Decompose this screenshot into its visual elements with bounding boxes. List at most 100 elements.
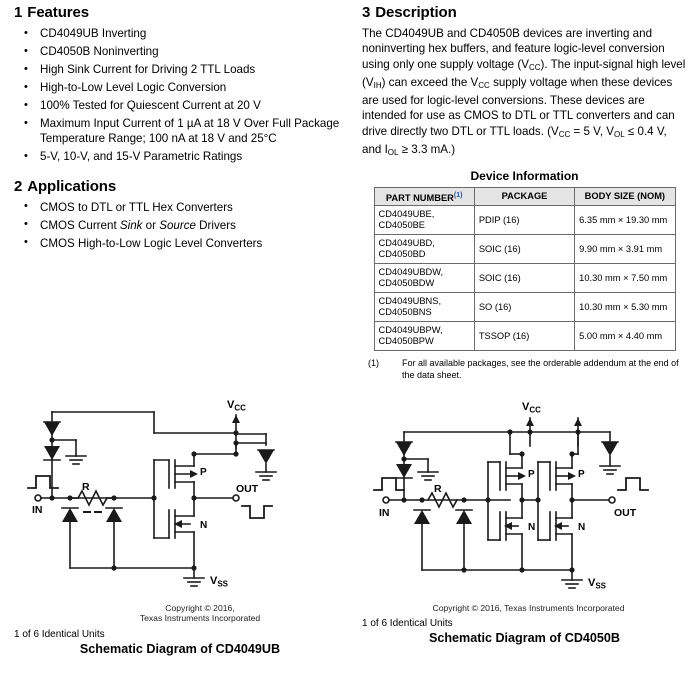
copyright-line-1: Copyright © 2016, Texas Instruments Inco…: [432, 603, 625, 613]
cell-part-number: CD4049UBD,CD4050BD: [373, 234, 475, 265]
vcc-label: VCC: [522, 401, 541, 415]
list-item: 5-V, 10-V, and 15-V Parametric Ratings: [14, 149, 346, 165]
part-number-line-2: CD4050BNS: [378, 307, 432, 318]
cell-part-number: CD4049UBPW,CD4050BPW: [373, 321, 475, 352]
nmos2-label: N: [578, 522, 585, 533]
list-item: 100% Tested for Quiescent Current at 20 …: [14, 97, 346, 113]
vss-label: VSS: [210, 575, 229, 589]
app-text-pre: CMOS Current: [40, 218, 120, 232]
features-number: 1: [14, 4, 23, 21]
subscript: CC: [528, 62, 541, 72]
applications-list: CMOS to DTL or TTL Hex Converters CMOS C…: [14, 199, 346, 251]
in-label: IN: [32, 504, 43, 516]
table-row: CD4049UBE,CD4050BE PDIP (16) 6.35 mm × 1…: [373, 205, 676, 236]
features-title: Features: [27, 4, 89, 21]
cell-package: SOIC (16): [473, 263, 576, 294]
copyright-notice: Copyright © 2016, Texas Instruments Inco…: [100, 603, 300, 624]
vcc-label: VCC: [227, 399, 246, 413]
table-row: CD4049UBNS,CD4050BNS SO (16) 10.30 mm × …: [373, 292, 676, 323]
copyright-notice: Copyright © 2016, Texas Instruments Inco…: [370, 603, 687, 613]
list-item: CMOS to DTL or TTL Hex Converters: [14, 199, 346, 215]
vss-label: VSS: [588, 577, 607, 591]
schematic-diagram-cd4050b: VCC VSS IN OUT R P N P N: [373, 401, 649, 591]
out-label: OUT: [236, 483, 259, 495]
applications-title: Applications: [27, 177, 117, 195]
table-row: CD4049UBD,CD4050BD SOIC (16) 9.90 mm × 3…: [373, 234, 676, 265]
nmos-label: N: [200, 520, 207, 531]
cell-package: TSSOP (16): [473, 321, 576, 352]
cell-part-number: CD4049UBDW,CD4050BDW: [373, 263, 475, 294]
part-number-line-2: CD4050BDW: [378, 278, 435, 289]
app-text-sink: Sink: [119, 218, 143, 232]
list-item: High Sink Current for Driving 2 TTL Load…: [14, 61, 346, 77]
pmos-label: P: [200, 467, 207, 478]
list-item: CD4049UB Inverting: [14, 25, 346, 41]
part-number-line-1: CD4049UBPW,: [378, 324, 443, 335]
part-number-line-1: CD4049UBE,: [378, 208, 435, 219]
column-header-part-number: PART NUMBER(1): [373, 187, 475, 207]
schematic-caption: Schematic Diagram of CD4049UB: [79, 641, 281, 656]
table-footnote: (1)For all available packages, see the o…: [368, 358, 687, 381]
device-information-table: PART NUMBER(1) PACKAGE BODY SIZE (NOM) C…: [373, 187, 676, 352]
copyright-line-2: Texas Instruments Incorporated: [139, 613, 261, 624]
copyright-line-1: Copyright © 2016,: [165, 603, 235, 613]
column-header-package: PACKAGE: [473, 187, 576, 207]
table-row: CD4049UBDW,CD4050BDW SOIC (16) 10.30 mm …: [373, 263, 676, 294]
cell-part-number: CD4049UBE,CD4050BE: [373, 205, 475, 236]
part-number-line-1: CD4049UBDW,: [378, 266, 444, 277]
cell-package: SO (16): [473, 292, 576, 323]
subscript: CC: [558, 129, 571, 139]
cell-body-size: 6.35 mm × 19.30 mm: [574, 205, 676, 236]
cell-part-number: CD4049UBNS,CD4050BNS: [373, 292, 475, 323]
schematic-cd4050b-block: VCC VSS IN OUT R P N P N Copyright © 201…: [362, 398, 687, 645]
out-label: OUT: [614, 507, 637, 519]
description-number: 3: [362, 4, 371, 21]
pmos1-label: P: [528, 469, 535, 480]
device-information-title: Device Information: [470, 169, 579, 184]
subscript: IH: [373, 80, 382, 90]
subscript: OL: [614, 129, 625, 139]
resistor-label: R: [82, 481, 90, 493]
part-number-line-2: CD4050BPW: [378, 336, 434, 347]
app-text-post: Drivers: [195, 218, 236, 232]
column-header-body-size: BODY SIZE (NOM): [574, 187, 676, 207]
table-row: CD4049UBPW,CD4050BPW TSSOP (16) 5.00 mm …: [373, 321, 676, 352]
subscript: CC: [478, 80, 490, 90]
list-item: CMOS High-to-Low Logic Level Converters: [14, 235, 346, 251]
schematic-cd4049ub-block: VCC VSS IN OUT R P N Copyright © 2016, T…: [14, 398, 346, 656]
schematic-diagram-cd4049ub: VCC VSS IN OUT R P N: [27, 399, 277, 589]
column-header-label: PART NUMBER: [385, 192, 454, 203]
subscript: OL: [387, 148, 399, 158]
schematic-caption: Schematic Diagram of CD4050B: [428, 631, 621, 646]
resistor-label: R: [434, 483, 442, 495]
cell-package: PDIP (16): [473, 205, 576, 236]
identical-units-note: 1 of 6 Identical Units: [362, 618, 453, 630]
list-item: CD4050B Noninverting: [14, 43, 346, 59]
list-item: Maximum Input Current of 1 µA at 18 V Ov…: [14, 116, 346, 147]
identical-units-note: 1 of 6 Identical Units: [14, 628, 105, 640]
applications-number: 2: [14, 177, 23, 195]
list-item: CMOS Current Sink or Source Drivers: [14, 217, 346, 233]
footnote-mark: (1): [368, 358, 379, 369]
list-item: High-to-Low Level Logic Conversion: [14, 79, 346, 95]
table-header-row: PART NUMBER(1) PACKAGE BODY SIZE (NOM): [373, 187, 676, 207]
pmos2-label: P: [578, 469, 585, 480]
footnote-marker[interactable]: (1): [453, 191, 463, 199]
app-text-mid: or: [142, 218, 160, 232]
cell-package: SOIC (16): [473, 234, 576, 265]
in-label: IN: [379, 507, 390, 519]
description-title: Description: [375, 4, 457, 21]
cell-body-size: 10.30 mm × 5.30 mm: [574, 292, 676, 323]
part-number-line-1: CD4049UBNS,: [378, 295, 442, 306]
cell-body-size: 9.90 mm × 3.91 mm: [574, 234, 676, 265]
cell-body-size: 10.30 mm × 7.50 mm: [574, 263, 676, 294]
app-text-source: Source: [159, 218, 196, 232]
cell-body-size: 5.00 mm × 4.40 mm: [574, 321, 676, 352]
part-number-line-1: CD4049UBD,: [378, 237, 435, 248]
